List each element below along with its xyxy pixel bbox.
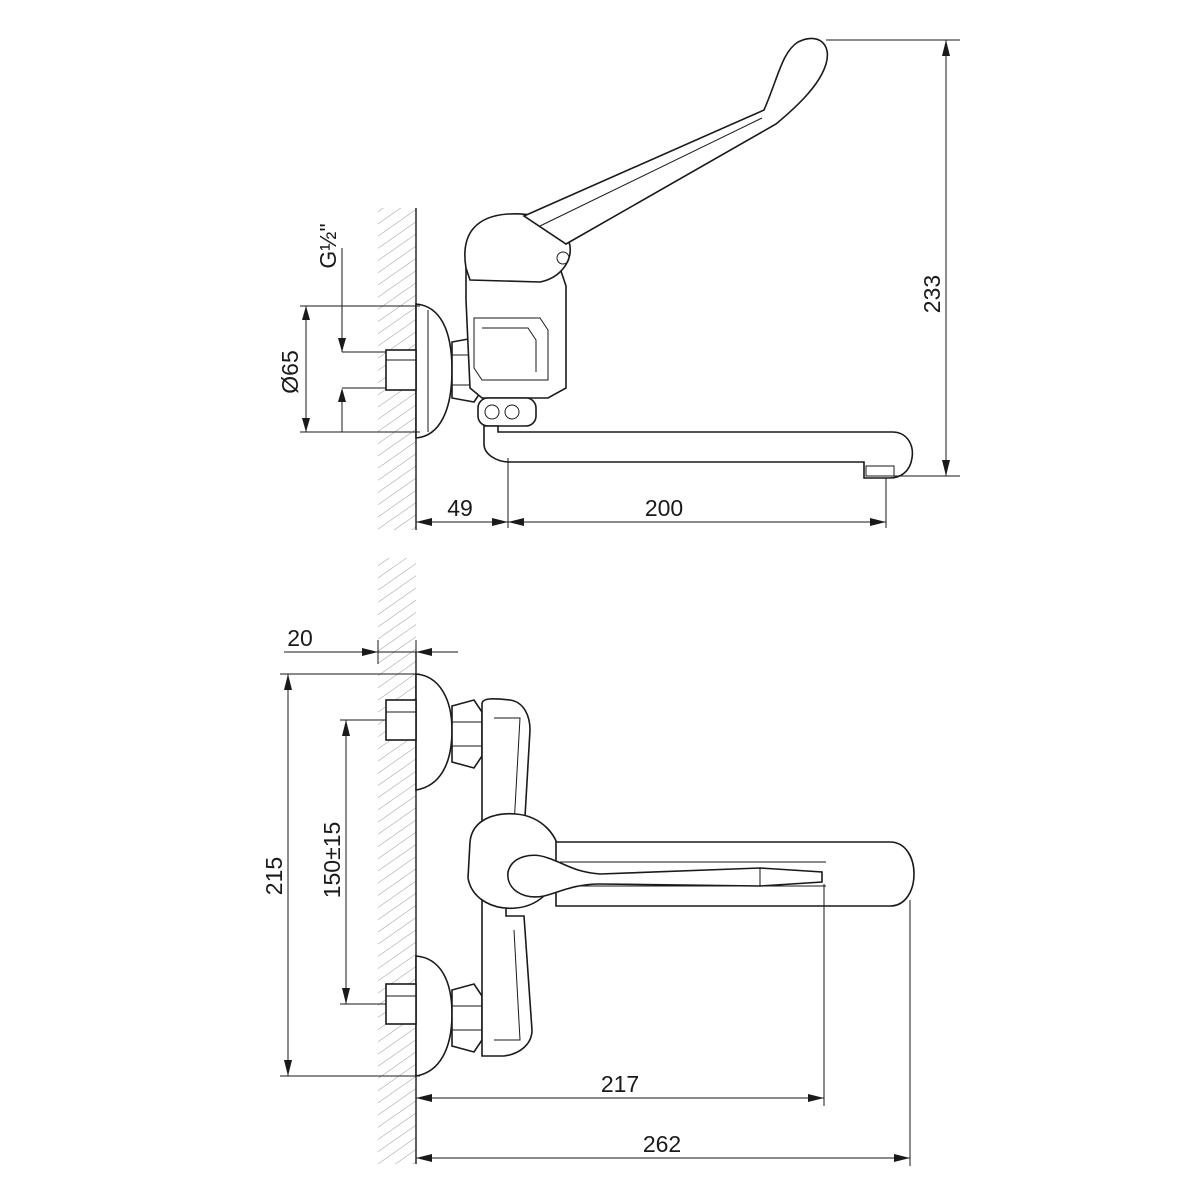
spout-side [483,425,914,479]
thread-label: G½" [315,223,341,268]
wall-plate-bottom [415,955,453,1077]
dim-215-label: 215 [261,857,287,895]
spout-coupling [477,397,537,427]
wall-hatch-bottom [378,558,416,1164]
dim-200-label: 200 [645,495,683,521]
hex-nut-top [451,699,483,769]
wall-plate-side [415,303,453,439]
dim-20-label: 20 [287,625,313,651]
dim-262-label: 262 [643,1131,681,1157]
hex-nut-bottom [451,983,483,1053]
dim-49-label: 49 [447,495,473,521]
side-view: 233 G½" Ø65 49 200 [277,37,960,530]
dim-233-label: 233 [919,275,945,313]
dim-217-label: 217 [601,1071,639,1097]
valve-body-side [465,267,567,399]
dim-150-label: 150±15 [319,822,345,899]
wall-plate-top [415,673,453,791]
valve-body-front [481,698,533,1057]
inlet-stub-side [385,349,417,391]
lever-front [507,854,823,898]
front-view: 20 215 150±15 217 262 [261,558,915,1166]
dim-d65-label: Ø65 [277,350,303,393]
lever-handle [522,37,829,245]
